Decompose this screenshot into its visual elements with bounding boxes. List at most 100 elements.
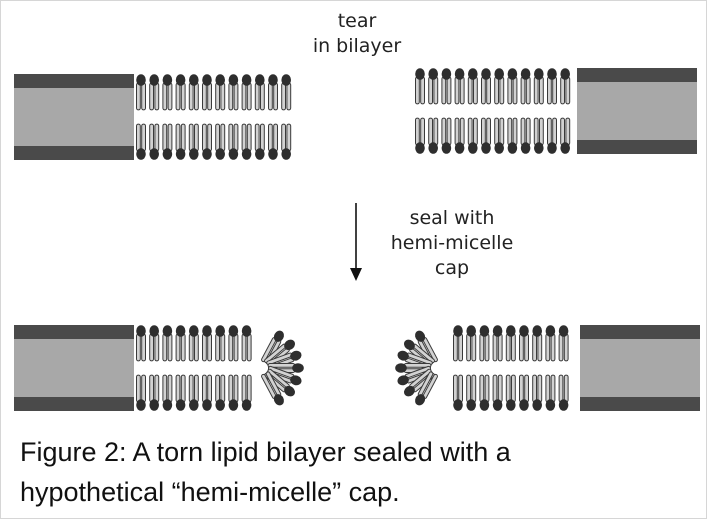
- lipid: [520, 117, 531, 154]
- lipid: [480, 117, 492, 154]
- lipid: [135, 325, 147, 362]
- lipid: [135, 374, 147, 411]
- lipid-tail: [262, 338, 276, 362]
- lipid-tail: [268, 369, 289, 388]
- lipid-tail: [267, 353, 292, 365]
- lipid: [428, 68, 439, 105]
- lipid-head: [397, 350, 409, 361]
- lipid: [545, 374, 556, 411]
- lipid-tail: [265, 344, 286, 363]
- lipid: [241, 74, 252, 111]
- hemi-micelle-cap-left: [261, 330, 304, 406]
- lipid: [281, 74, 292, 111]
- lipid: [505, 374, 516, 411]
- lipid: [454, 68, 465, 105]
- lipid-head: [404, 385, 415, 397]
- lipid: [519, 374, 529, 411]
- lipid-head: [415, 330, 426, 342]
- lipid: [452, 325, 464, 362]
- lipid: [261, 371, 284, 406]
- lipid: [281, 123, 292, 160]
- lipid: [149, 374, 160, 411]
- lipid-bilayer-top-left: [135, 74, 292, 160]
- lipid-head: [545, 399, 556, 411]
- tear-label-line-1: tear: [338, 10, 377, 32]
- lipid-head: [268, 148, 278, 160]
- lipid-head: [241, 74, 252, 86]
- lipid-head: [415, 394, 426, 406]
- lipid-head: [492, 325, 503, 337]
- lipid-head: [395, 363, 407, 373]
- lipid: [188, 374, 199, 411]
- lipid-bilayer-bottom-right: [452, 325, 569, 411]
- lipid: [162, 123, 173, 160]
- lipid-head: [228, 74, 239, 86]
- lipid-tail: [269, 366, 294, 378]
- lipid: [560, 68, 571, 105]
- lipid: [135, 74, 147, 111]
- lipid-head: [479, 399, 490, 411]
- lipid-head: [215, 399, 225, 411]
- lipid-head: [532, 325, 542, 337]
- lipid-head: [453, 399, 463, 411]
- lipid-head: [202, 74, 212, 86]
- lipid-head: [545, 325, 556, 337]
- lipid-head: [560, 68, 570, 80]
- membrane-core: [580, 339, 700, 397]
- lipid: [520, 68, 531, 105]
- lipid-head: [254, 74, 265, 86]
- lipid: [547, 117, 557, 154]
- lipid: [414, 117, 426, 154]
- lipid: [175, 123, 186, 160]
- membrane-edge-top: [14, 74, 134, 88]
- lipid-head: [281, 74, 292, 86]
- lipid: [215, 374, 226, 411]
- lipid-head: [162, 325, 173, 337]
- lipid-head: [228, 399, 239, 411]
- lipid: [175, 325, 186, 362]
- membrane-edge-bottom: [577, 140, 697, 154]
- lipid-head: [558, 325, 569, 337]
- lipid: [267, 123, 279, 160]
- tear-label-line-2: in bilayer: [313, 35, 402, 57]
- lipid: [533, 68, 544, 105]
- lipid-head: [441, 142, 452, 154]
- lipid: [441, 117, 452, 154]
- lipid: [467, 117, 478, 154]
- lipid-head: [468, 68, 478, 80]
- lipid: [175, 74, 186, 111]
- membrane-block-top-right: [577, 68, 697, 154]
- membrane-block-bottom-left: [14, 325, 134, 411]
- lipid: [466, 325, 477, 362]
- lipid: [267, 74, 279, 111]
- lipid: [241, 325, 252, 362]
- lipid-head: [215, 148, 225, 160]
- lipid-head: [534, 142, 544, 154]
- seal-label: seal with hemi-micelle cap: [391, 207, 514, 279]
- seal-label-line-3: cap: [435, 257, 469, 279]
- hemi-micelle-cap-right: [395, 330, 438, 406]
- membrane-edge-top: [580, 325, 700, 339]
- lipid-head: [507, 142, 518, 154]
- lipid-head: [467, 142, 478, 154]
- lipid: [162, 74, 173, 111]
- lipid-head: [506, 399, 516, 411]
- lipid-head: [228, 325, 239, 337]
- lipid-head: [215, 325, 225, 337]
- lipid: [533, 117, 544, 154]
- lipid: [228, 374, 239, 411]
- lipid-head: [534, 68, 544, 80]
- lipid-head: [149, 74, 159, 86]
- lipid-head: [162, 148, 173, 160]
- lipid: [175, 374, 186, 411]
- lipid: [441, 68, 452, 105]
- lipid-head: [202, 399, 212, 411]
- lipid: [149, 74, 160, 111]
- lipid-head: [547, 142, 557, 154]
- lipid: [162, 325, 173, 362]
- lipid: [505, 325, 516, 362]
- lipid-head: [136, 74, 146, 86]
- lipid: [188, 74, 199, 111]
- lipid-head: [404, 339, 415, 351]
- lipid-head: [547, 68, 557, 80]
